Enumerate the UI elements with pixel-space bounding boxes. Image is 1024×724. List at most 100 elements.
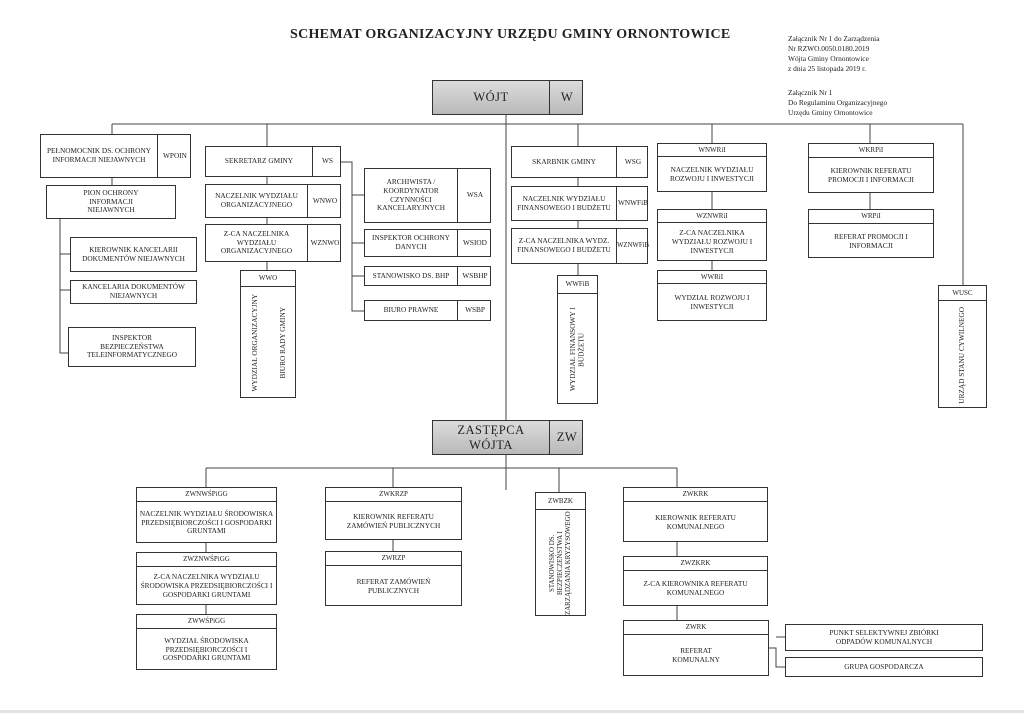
zwkrk-code: ZWKRK (624, 488, 767, 502)
pion-box[interactable]: PION OCHRONY INFORMACJI NIEJAWNYCH (46, 185, 176, 219)
wusc-code: WUSC (939, 286, 986, 301)
zwbzk-name-wrap: STANOWISKO DS. BEZPIECZEŃSTWA I ZARZĄDZA… (536, 510, 585, 617)
pion-name: PION OCHRONY INFORMACJI NIEJAWNYCH (83, 187, 139, 215)
zwbzk-name: STANOWISKO DS. BEZPIECZEŃSTWA I ZARZĄDZA… (548, 511, 572, 616)
wsa-name: ARCHIWISTA / KOORDYNATOR CZYNNOŚCI KANCE… (376, 177, 446, 213)
wnwfib-box[interactable]: NACZELNIK WYDZIAŁU FINANSOWEGO I BUDŻETU… (511, 186, 648, 221)
zastepca-wojta-name: ZASTĘPCA WÓJTA (457, 422, 525, 452)
psz-box[interactable]: PUNKT SELEKTYWNEJ ZBIÓRKI ODPADÓW KOMUNA… (785, 624, 983, 651)
wznwfib-box[interactable]: Z-CA NACZELNIKA WYDZ. FINANSOWEGO I BUDŻ… (511, 228, 649, 264)
wpoin-name: PEŁNOMOCNIK DS. OCHRONY INFORMACJI NIEJA… (47, 146, 151, 164)
sekretarz-code: WS (312, 147, 342, 176)
zwbzk-box[interactable]: ZWBZK STANOWISKO DS. BEZPIECZEŃSTWA I ZA… (535, 492, 586, 616)
wkrpii-box[interactable]: WKRPiI KIEROWNIK REFERATU PROMOCJI I INF… (808, 143, 934, 193)
zwkrzp-box[interactable]: ZWKRZP KIEROWNIK REFERATU ZAMÓWIEŃ PUBLI… (325, 487, 462, 540)
zwkrzp-name: KIEROWNIK REFERATU ZAMÓWIEŃ PUBLICZNYCH (346, 511, 441, 530)
wusc-name-wrap: URZĄD STANU CYWILNEGO (939, 301, 986, 409)
wwfib-code: WWFiB (558, 276, 597, 294)
wnwo-name: NACZELNIK WYDZIAŁU ORGANIZACYJNEGO (215, 191, 298, 209)
zwkrk-name: KIEROWNIK REFERATU KOMUNALNEGO (655, 512, 736, 531)
kancelaria-name: KANCELARIA DOKUMENTÓW NIEJAWNYCH (82, 282, 185, 300)
wwo-name-wrap: WYDZIAŁ ORGANIZACYJNY (241, 287, 269, 399)
wwo-code: WWO (241, 271, 295, 287)
wznwo-box[interactable]: Z-CA NACZELNIKA WYDZIAŁU ORGANIZACYJNEGO… (205, 224, 341, 262)
wwo-name: WYDZIAŁ ORGANIZACYJNY (249, 294, 259, 392)
wojt-box[interactable]: WÓJT W (432, 80, 583, 115)
kanc-kierownik-box[interactable]: KIEROWNIK KANCELARII DOKUMENTÓW NIEJAWNY… (70, 237, 197, 272)
grupa-box[interactable]: GRUPA GOSPODARCZA (785, 657, 983, 677)
zwznwspigg-name: Z-CA NACZELNIKA WYDZIAŁU ŚRODOWISKA PRZE… (140, 572, 273, 599)
kanc-kierownik-name: KIEROWNIK KANCELARII DOKUMENTÓW NIEJAWNY… (82, 244, 185, 263)
wwo-name2-wrap: BIURO RADY GMINY (269, 287, 297, 399)
wnwfib-name: NACZELNIK WYDZIAŁU FINANSOWEGO I BUDŻETU (517, 193, 611, 212)
skarbnik-code: WSG (616, 147, 649, 177)
wsbhp-name: STANOWISKO DS. BHP (372, 270, 450, 280)
wnwo-box[interactable]: NACZELNIK WYDZIAŁU ORGANIZACYJNEGO WNWO (205, 184, 341, 218)
zastepca-wojta-box[interactable]: ZASTĘPCA WÓJTA ZW (432, 420, 583, 455)
wusc-name: URZĄD STANU CYWILNEGO (957, 306, 967, 404)
zwnwspigg-box[interactable]: ZWNWŚPiGG NACZELNIK WYDZIAŁU ŚRODOWISKA … (136, 487, 277, 543)
wnwrii-name: NACZELNIK WYDZIAŁU ROZWOJU I INWESTYCJI (670, 165, 754, 183)
wnwo-code: WNWO (307, 185, 342, 217)
zwrk-box[interactable]: ZWRK REFERAT KOMUNALNY (623, 620, 769, 676)
zwkrzp-code: ZWKRZP (326, 488, 461, 502)
sekretarz-box[interactable]: SEKRETARZ GMINY WS (205, 146, 341, 177)
zwwspigg-name: WYDZIAŁ ŚRODOWISKA PRZEDSIĘBIORCZOŚCI I … (162, 635, 251, 663)
wsbp-name: BIURO PRAWNE (383, 305, 439, 315)
kancelaria-box[interactable]: KANCELARIA DOKUMENTÓW NIEJAWNYCH (70, 280, 197, 304)
wsbhp-box[interactable]: STANOWISKO DS. BHP WSBHP (364, 266, 491, 286)
zwnwspigg-name: NACZELNIK WYDZIAŁU ŚRODOWISKA PRZEDSIĘBI… (139, 508, 274, 536)
appendix-note-1: Załącznik Nr 1 do Zarządzenia Nr RZWO.00… (788, 34, 880, 73)
wnwrii-box[interactable]: WNWRiI NACZELNIK WYDZIAŁU ROZWOJU I INWE… (657, 143, 767, 192)
zwznwspigg-code: ZWZNWŚPiGG (137, 553, 276, 567)
zastepca-wojta-code: ZW (549, 421, 584, 454)
zwrzp-box[interactable]: ZWRZP REFERAT ZAMÓWIEŃ PUBLICZNYCH (325, 551, 462, 606)
insp-tele-box[interactable]: INSPEKTOR BEZPIECZEŃSTWA TELEINFORMATYCZ… (68, 327, 196, 367)
zwzkrk-name: Z-CA KIEROWNIKA REFERATU KOMUNALNEGO (643, 579, 748, 597)
grupa-name: GRUPA GOSPODARCZA (844, 661, 924, 671)
zwrk-name: REFERAT KOMUNALNY (672, 646, 720, 664)
wrpii-name: REFERAT PROMOCJI I INFORMACJI (834, 231, 908, 250)
wkrpii-code: WKRPiI (809, 144, 933, 158)
wwfib-box[interactable]: WWFiB WYDZIAŁ FINANSOWY I BUDŻETU (557, 275, 598, 404)
zwznwspigg-box[interactable]: ZWZNWŚPiGG Z-CA NACZELNIKA WYDZIAŁU ŚROD… (136, 552, 277, 605)
wsbp-code: WSBP (457, 301, 492, 320)
psz-name: PUNKT SELEKTYWNEJ ZBIÓRKI ODPADÓW KOMUNA… (829, 627, 939, 646)
wznwfib-name: Z-CA NACZELNIKA WYDZ. FINANSOWEGO I BUDŻ… (517, 236, 611, 254)
wsbhp-code: WSBHP (457, 267, 492, 285)
wpoin-box[interactable]: PEŁNOMOCNIK DS. OCHRONY INFORMACJI NIEJA… (40, 134, 191, 178)
wnwfib-code: WNWFiB (616, 187, 649, 220)
zwwspigg-box[interactable]: ZWWŚPiGG WYDZIAŁ ŚRODOWISKA PRZEDSIĘBIOR… (136, 614, 277, 670)
wsbp-box[interactable]: BIURO PRAWNE WSBP (364, 300, 491, 321)
wsa-code: WSA (457, 169, 492, 222)
wsiod-code: WSIOD (457, 230, 492, 256)
wznwrii-box[interactable]: WZNWRiI Z-CA NACZELNIKA WYDZIAŁU ROZWOJU… (657, 209, 767, 261)
zwzkrk-box[interactable]: ZWZKRK Z-CA KIEROWNIKA REFERATU KOMUNALN… (623, 556, 768, 606)
wpoin-code: WPOIN (157, 135, 192, 177)
chart-title: SCHEMAT ORGANIZACYJNY URZĘDU GMINY ORNON… (290, 27, 731, 42)
zwbzk-code: ZWBZK (536, 493, 585, 510)
wwo-box[interactable]: WWO WYDZIAŁ ORGANIZACYJNY BIURO RADY GMI… (240, 270, 296, 398)
zwkrk-box[interactable]: ZWKRK KIEROWNIK REFERATU KOMUNALNEGO (623, 487, 768, 542)
skarbnik-name: SKARBNIK GMINY (532, 156, 596, 166)
skarbnik-box[interactable]: SKARBNIK GMINY WSG (511, 146, 648, 178)
zwrk-code: ZWRK (624, 621, 768, 635)
insp-tele-name: INSPEKTOR BEZPIECZEŃSTWA TELEINFORMATYCZ… (87, 332, 177, 360)
sekretarz-name: SEKRETARZ GMINY (224, 156, 294, 166)
wsiod-box[interactable]: INSPEKTOR OCHRONY DANYCH WSIOD (364, 229, 491, 257)
wwfib-name-wrap: WYDZIAŁ FINANSOWY I BUDŻETU (558, 294, 597, 405)
wznwrii-name: Z-CA NACZELNIKA WYDZIAŁU ROZWOJU I INWES… (671, 228, 753, 255)
appendix-note-2: Załącznik Nr 1 Do Regulaminu Organizacyj… (788, 88, 888, 117)
wwrii-box[interactable]: WWRiI WYDZIAŁ ROZWOJU I INWESTYCJI (657, 270, 767, 321)
wrpii-code: WRPiI (809, 210, 933, 224)
wusc-box[interactable]: WUSC URZĄD STANU CYWILNEGO (938, 285, 987, 408)
wznwfib-code: WZNWFiB (616, 229, 649, 263)
wwo-name2: BIURO RADY GMINY (277, 307, 287, 379)
wrpii-box[interactable]: WRPiI REFERAT PROMOCJI I INFORMACJI (808, 209, 934, 258)
wsa-box[interactable]: ARCHIWISTA / KOORDYNATOR CZYNNOŚCI KANCE… (364, 168, 491, 223)
wkrpii-name: KIEROWNIK REFERATU PROMOCJI I INFORMACJI (828, 166, 914, 184)
wojt-code: W (549, 81, 584, 114)
wwrii-code: WWRiI (658, 271, 766, 284)
wznwo-code: WZNWO (307, 225, 342, 261)
